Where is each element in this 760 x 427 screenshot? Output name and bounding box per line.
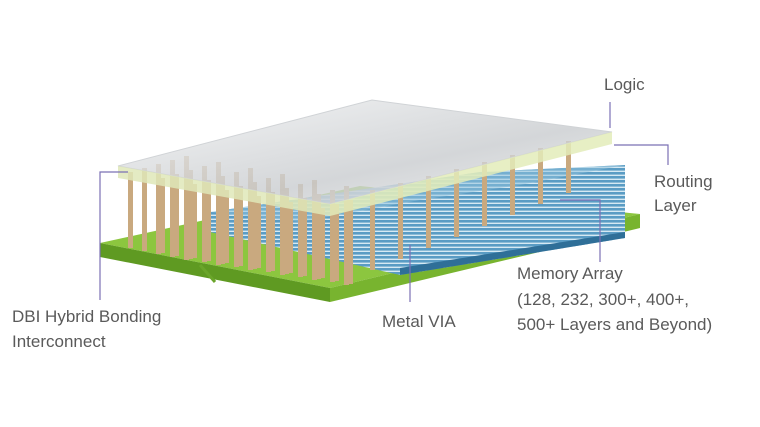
- metal-via-pillar: [206, 180, 211, 261]
- leader-lines: [99, 102, 669, 302]
- memory-label-line1: Memory Array: [517, 264, 623, 283]
- routing-leader: [614, 144, 669, 165]
- metal-via-pillar: [234, 172, 239, 267]
- logic-label: Logic: [604, 75, 645, 94]
- metal-via-pillar: [188, 170, 193, 259]
- metal-via-pillar: [266, 178, 271, 272]
- metal-via-pillar: [174, 174, 179, 256]
- metal-via-pillar: [270, 192, 275, 271]
- metal-via-pillar: [256, 196, 261, 268]
- metal-via-pillar: [482, 162, 487, 226]
- metal-via-pillars: [128, 141, 571, 285]
- metal-via-pillar: [344, 186, 349, 285]
- dbi-leader: [99, 171, 128, 300]
- dbi-label-line2: Interconnect: [12, 332, 106, 351]
- metal-via-pillar: [316, 194, 321, 279]
- metal-via-pillar: [426, 176, 431, 248]
- metal-via-pillar: [142, 168, 147, 251]
- metal-via-pillar: [184, 156, 189, 260]
- dbi-label-line1: DBI Hybrid Bonding: [12, 307, 162, 326]
- memory-label-line2: (128, 232, 300+, 400+,: [517, 290, 690, 309]
- logic-plate: [117, 99, 613, 216]
- metal-via-pillar: [288, 202, 293, 273]
- routing-label-line2: Layer: [654, 196, 697, 215]
- metal-via-pillar: [156, 164, 161, 254]
- metal-via-pillar: [302, 198, 307, 276]
- memory-leader: [560, 199, 601, 262]
- metal-via-pillar: [248, 168, 253, 270]
- metal-via-pillar: [216, 162, 221, 265]
- metal-via-pillar: [538, 148, 543, 204]
- metal-via-pillar: [510, 155, 515, 215]
- routing-label-line1: Routing: [654, 172, 713, 191]
- metal-via-pillar: [170, 160, 175, 257]
- metal-via-pillar: [192, 184, 197, 258]
- metal-via-pillar: [566, 141, 571, 193]
- metal-via-pillar: [398, 183, 403, 259]
- metal-via-pillar: [202, 166, 207, 262]
- metal-via-pillar: [280, 174, 285, 275]
- metal-via-pillar: [370, 190, 375, 270]
- metal-via-pillar: [252, 182, 257, 269]
- metal-via-pillar: [320, 208, 325, 278]
- metal-via-pillar: [334, 204, 339, 281]
- metal-via-pillar: [312, 180, 317, 280]
- metal-via-pillar: [454, 169, 459, 237]
- metal-via-pillar: [330, 190, 335, 282]
- metal-via-pillar: [128, 172, 133, 248]
- metal-via-pillar: [238, 186, 243, 266]
- metal-via-pillar: [348, 200, 353, 284]
- metal-via-pillar: [298, 184, 303, 277]
- metal-via-label: Metal VIA: [382, 312, 456, 331]
- metal-via-pillar: [160, 178, 165, 253]
- metal-via-pillar: [284, 188, 289, 274]
- memory-label-line3: 500+ Layers and Beyond): [517, 315, 713, 334]
- metal-via-pillar: [224, 190, 229, 263]
- metal-via-pillar: [220, 176, 225, 264]
